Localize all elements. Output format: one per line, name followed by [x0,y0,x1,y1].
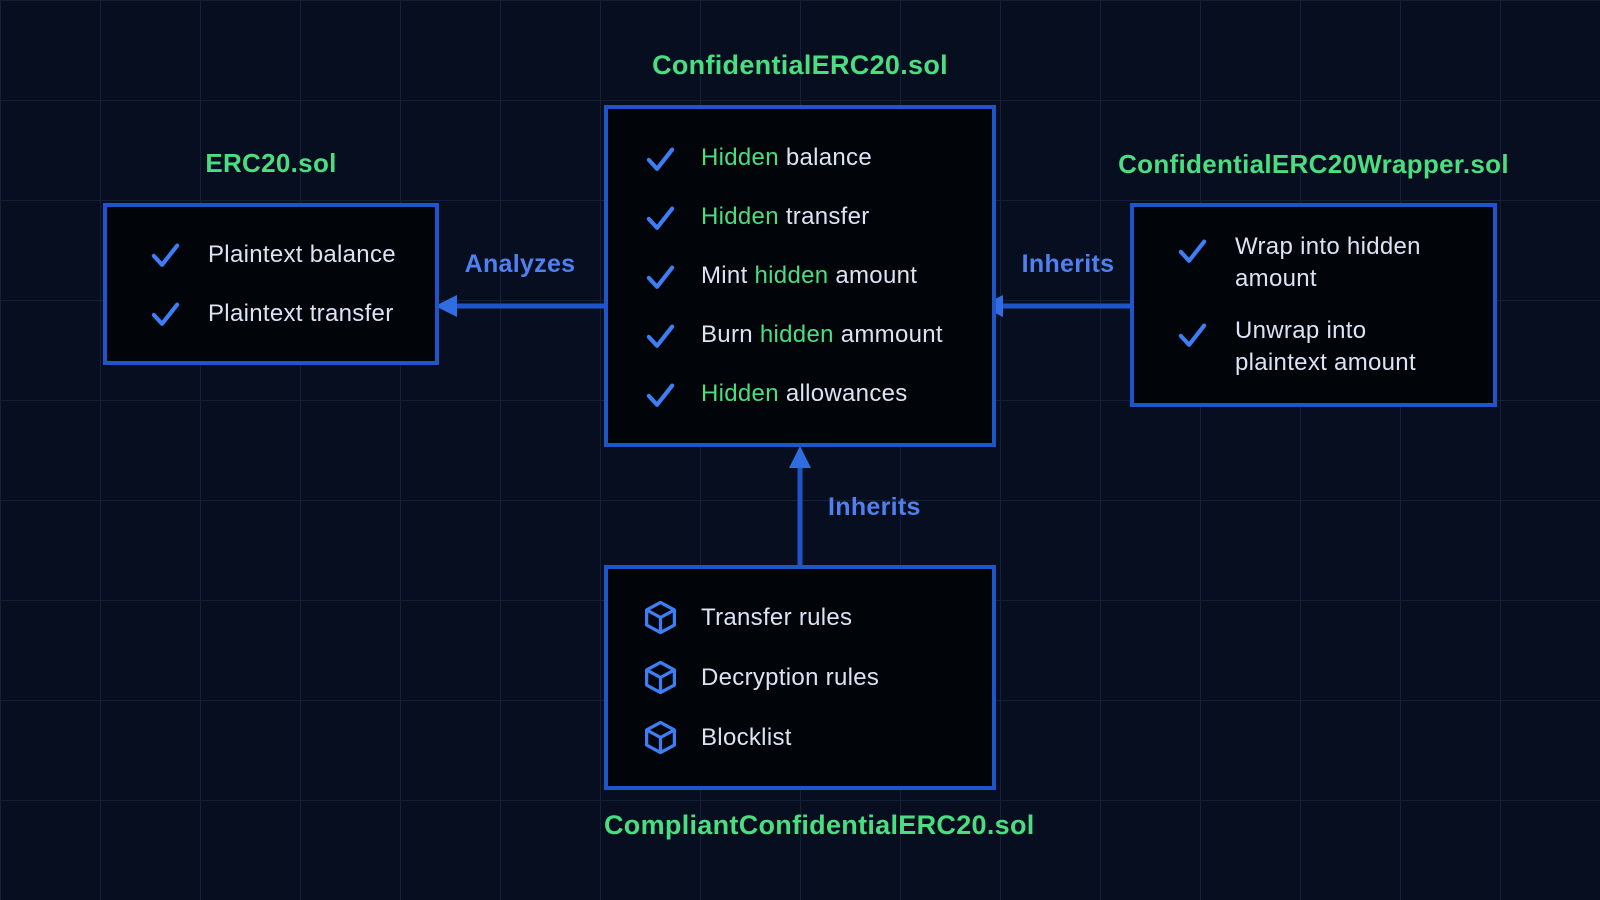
cube-icon [642,719,679,756]
list-item: Decryption rules [642,648,992,708]
list-item: Mint hidden amount [644,247,992,306]
check-icon [644,142,677,175]
node-erc20: Plaintext balance Plaintext transfer [103,203,439,365]
node-title-confidential-erc20-wrapper: ConfidentialERC20Wrapper.sol [1118,149,1509,179]
list-item: Burn hidden ammount [644,306,992,365]
list-item-label: Unwrap into plaintext amount [1235,317,1416,376]
list-item-label: Mint hidden amount [701,262,918,289]
edge-label-inherits-right: Inherits [1021,250,1115,278]
node-compliant-confidential-erc20: Transfer rules Decryption rules Blocklis… [604,565,996,790]
list-item-label: Plaintext transfer [208,299,394,327]
edge-inherits-up [789,446,811,565]
check-icon [644,201,677,234]
list-item: Transfer rules [642,588,992,648]
node-confidential-erc20: Hidden balance Hidden transfer Mint hidd… [604,105,996,447]
list-item-label: Blocklist [701,723,792,751]
node-title-erc20: ERC20.sol [205,148,337,178]
edge-label-inherits-up: Inherits [828,493,921,521]
list-item: Blocklist [642,708,992,768]
check-icon [149,297,182,330]
edge-label-analyzes: Analyzes [464,250,576,278]
edge-analyzes [435,295,604,317]
list-item: Wrap into hidden amount [1176,231,1493,295]
node-title-compliant-confidential-erc20: CompliantConfidentialERC20.sol [604,810,1035,840]
node-title-confidential-erc20: ConfidentialERC20.sol [652,50,948,80]
list-item: Plaintext balance [149,225,435,284]
list-item-label: Hidden allowances [701,380,908,407]
check-icon [149,238,182,271]
list-item: Hidden transfer [644,188,992,247]
cube-icon [642,659,679,696]
check-icon [644,378,677,411]
list-item: Unwrap into plaintext amount [1176,315,1493,379]
edge-inherits-right [981,295,1130,317]
node-confidential-erc20-wrapper: Wrap into hidden amount Unwrap into plai… [1130,203,1497,407]
list-item: Hidden balance [644,129,992,188]
check-icon [644,319,677,352]
edge-inherits-up-arrowhead [789,446,811,468]
check-icon [1176,234,1209,267]
list-item: Hidden allowances [644,365,992,424]
cube-icon [642,599,679,636]
list-item-label: Burn hidden ammount [701,321,943,348]
list-item-label: Wrap into hidden amount [1235,233,1421,292]
list-item-label: Plaintext balance [208,240,396,268]
check-icon [644,260,677,293]
list-item-label: Hidden balance [701,144,872,171]
list-item: Plaintext transfer [149,284,435,343]
list-item-label: Decryption rules [701,663,880,691]
check-icon [1176,318,1209,351]
list-item-label: Transfer rules [701,603,853,631]
list-item-label: Hidden transfer [701,203,870,230]
